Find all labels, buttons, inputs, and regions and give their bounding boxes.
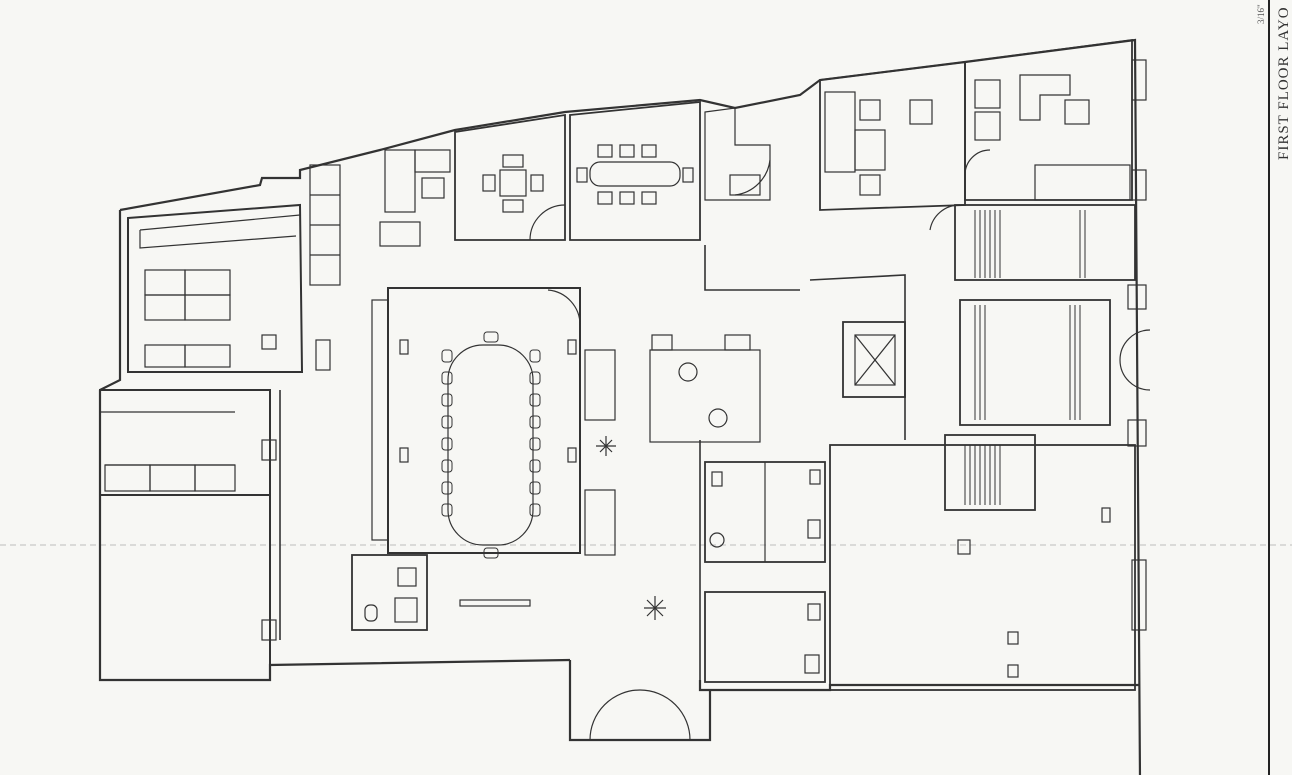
lounge (584, 334, 761, 620)
office-right-1 (819, 60, 966, 231)
stairs-lower (944, 434, 1036, 511)
room-left-middle (99, 389, 277, 496)
plant-icon-2 (644, 596, 666, 620)
entrance-doors (589, 689, 691, 741)
title-block (1268, 0, 1292, 775)
reception (379, 149, 451, 247)
room-top-left (127, 203, 304, 373)
elevator (842, 321, 906, 398)
meeting-room-medium (569, 101, 701, 241)
restrooms (704, 461, 826, 683)
drawing-title: FIRST FLOOR LAYO (1276, 6, 1292, 160)
stairs-middle (959, 299, 1111, 426)
open-office-right (829, 444, 1136, 691)
interior-walls (279, 245, 906, 680)
left-storage (309, 164, 341, 371)
restroom-left (351, 554, 531, 631)
scale-note: 3/16" (1256, 4, 1266, 24)
exterior-piers (1127, 59, 1147, 631)
office-right-2 (964, 38, 1133, 201)
room-left-bottom (99, 494, 277, 681)
stairs-upper (954, 204, 1136, 281)
boardroom (371, 287, 581, 559)
plant-icon (596, 436, 616, 456)
room-top-right-small (704, 107, 771, 201)
double-door-right (1119, 329, 1151, 391)
meeting-room-small (454, 113, 566, 241)
